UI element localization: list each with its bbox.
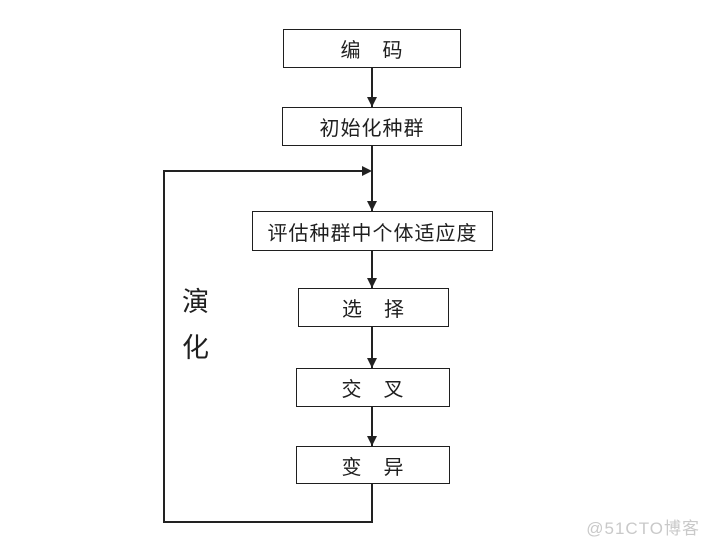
- node-evaluate-fitness: 评估种群中个体适应度: [252, 211, 493, 251]
- node-mutation-label: 变 异: [341, 456, 405, 479]
- arrow-evaluate-to-selection-icon: [367, 251, 377, 288]
- node-init-population: 初始化种群: [282, 107, 462, 146]
- loop-label-evolution: 演 化: [182, 289, 209, 362]
- node-init-population-label: 初始化种群: [319, 118, 425, 140]
- node-mutation: 变 异: [296, 446, 450, 484]
- node-encode: 编 码: [283, 29, 461, 68]
- node-crossover: 交 叉: [296, 368, 450, 407]
- loop-line-drop: [371, 484, 373, 523]
- loop-arrow-into-flow-icon: [165, 166, 372, 176]
- loop-line-left: [163, 170, 165, 523]
- watermark: @51CTO博客: [586, 519, 700, 538]
- node-evaluate-fitness-label: 评估种群中个体适应度: [267, 222, 478, 245]
- arrow-crossover-to-mutation-icon: [367, 407, 377, 446]
- node-crossover-label: 交 叉: [341, 379, 405, 401]
- node-selection: 选 择: [298, 288, 449, 327]
- loop-label-char-2: 化: [182, 333, 209, 363]
- node-selection-label: 选 择: [342, 299, 405, 321]
- arrow-init-to-evaluate-icon: [367, 146, 377, 211]
- arrow-selection-to-crossover-icon: [367, 327, 377, 368]
- node-encode-label: 编 码: [340, 40, 404, 62]
- loop-label-char-1: 演: [182, 287, 209, 317]
- loop-line-bottom: [163, 521, 373, 523]
- arrow-encode-to-init-icon: [367, 68, 377, 107]
